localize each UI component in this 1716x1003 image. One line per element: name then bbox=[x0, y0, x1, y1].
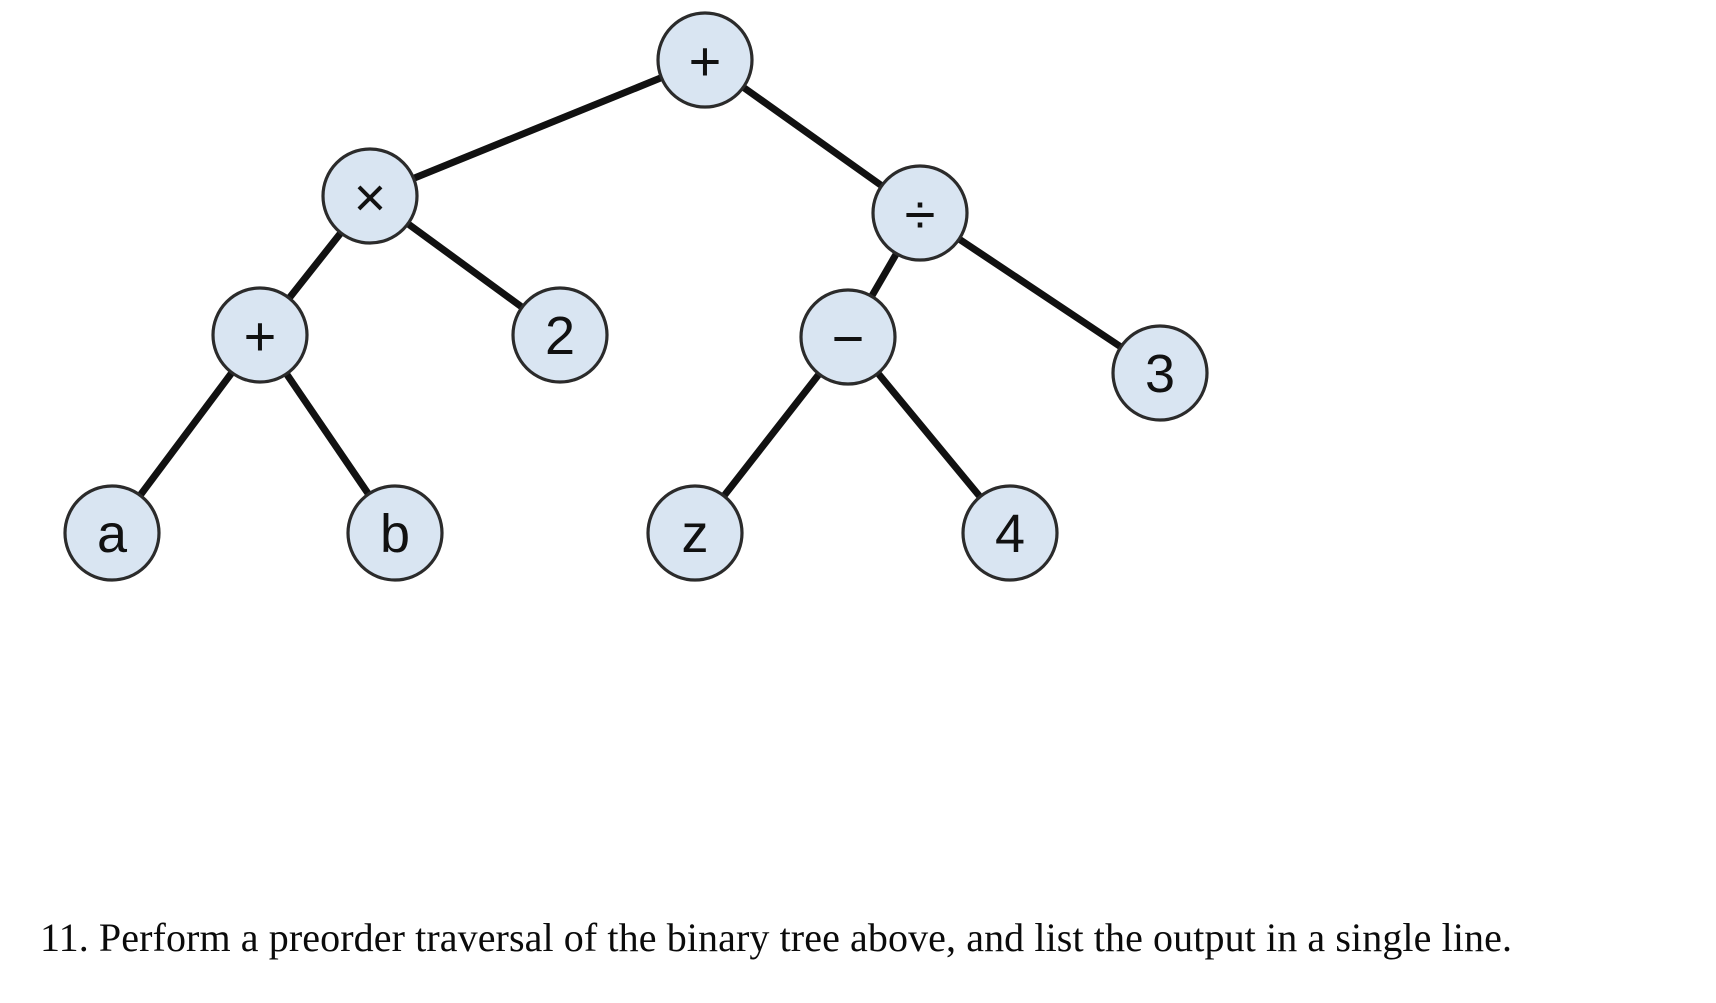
node-label-n7: a bbox=[97, 504, 128, 564]
tree-node[interactable]: 3 bbox=[1111, 324, 1209, 422]
node-label-n1: × bbox=[354, 166, 387, 229]
edge-layer bbox=[136, 74, 1124, 500]
node-circle-n10[interactable] bbox=[961, 484, 1059, 582]
tree-edge-n1-n3 bbox=[285, 229, 345, 302]
tree-edge-n3-n7 bbox=[136, 369, 236, 499]
tree-edge-n2-n6 bbox=[956, 235, 1124, 351]
node-circle-n4[interactable] bbox=[511, 286, 609, 384]
tree-node[interactable]: − bbox=[799, 288, 897, 386]
tree-node[interactable]: + bbox=[211, 286, 309, 384]
node-circle-n6[interactable] bbox=[1111, 324, 1209, 422]
node-circle-n7[interactable] bbox=[63, 484, 161, 582]
node-circle-n0[interactable] bbox=[656, 11, 754, 109]
node-label-n3: + bbox=[244, 305, 277, 368]
tree-edge-n2-n5 bbox=[868, 251, 900, 299]
node-label-n5: − bbox=[832, 307, 865, 370]
node-label-n10: 4 bbox=[995, 504, 1025, 564]
node-circle-n9[interactable] bbox=[646, 484, 744, 582]
node-circle-n2[interactable] bbox=[871, 164, 969, 262]
question-block: 11. Perform a preorder traversal of the … bbox=[40, 872, 1680, 1003]
tree-node[interactable]: + bbox=[656, 11, 754, 109]
node-label-n2: ÷ bbox=[905, 183, 936, 246]
node-label-n6: 3 bbox=[1145, 344, 1175, 404]
binary-tree-figure: + × ÷ +2 − 3 a b z 4 bbox=[63, 11, 1209, 582]
tree-edge-n0-n1 bbox=[411, 74, 664, 182]
node-circle-n8[interactable] bbox=[346, 484, 444, 582]
tree-svg: + × ÷ +2 − 3 a b z 4 bbox=[63, 11, 1209, 582]
tree-edge-n3-n8 bbox=[283, 371, 372, 497]
tree-edge-n1-n4 bbox=[405, 220, 525, 311]
node-label-n4: 2 bbox=[545, 306, 575, 366]
node-circle-n3[interactable] bbox=[211, 286, 309, 384]
tree-node[interactable]: 2 bbox=[511, 286, 609, 384]
tree-node[interactable]: a bbox=[63, 484, 161, 582]
node-circle-n1[interactable] bbox=[321, 147, 419, 245]
tree-edge-n5-n10 bbox=[874, 370, 984, 500]
node-label-n9: z bbox=[682, 504, 709, 564]
tree-edge-n5-n9 bbox=[720, 371, 823, 499]
node-label-n8: b bbox=[380, 504, 410, 564]
tree-node[interactable]: 4 bbox=[961, 484, 1059, 582]
tree-node[interactable]: z bbox=[646, 484, 744, 582]
node-layer: + × ÷ +2 − 3 a b z 4 bbox=[63, 11, 1209, 582]
tree-node[interactable]: × bbox=[321, 147, 419, 245]
page-canvas: + × ÷ +2 − 3 a b z 4 11. Perform a preorder trave… bbox=[40, 11, 1512, 960]
tree-node[interactable]: b bbox=[346, 484, 444, 582]
question-text: 11. Perform a preorder traversal of the … bbox=[40, 915, 1513, 960]
node-circle-n5[interactable] bbox=[799, 288, 897, 386]
tree-edge-n0-n2 bbox=[740, 83, 885, 190]
node-label-n0: + bbox=[689, 30, 722, 93]
tree-node[interactable]: ÷ bbox=[871, 164, 969, 262]
